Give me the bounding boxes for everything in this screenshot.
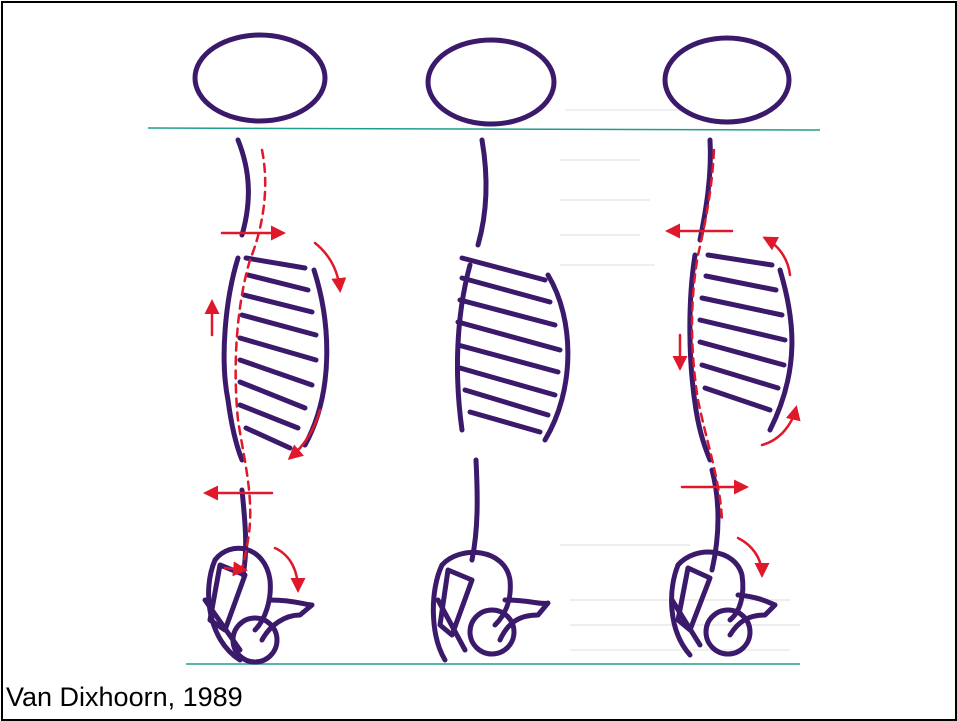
rib-cage-front bbox=[770, 270, 792, 430]
head-oval bbox=[665, 38, 789, 122]
ribs bbox=[240, 258, 316, 448]
neck-spine bbox=[238, 140, 248, 235]
background-scan-ghost bbox=[560, 110, 800, 650]
shoulder-arc-arrow bbox=[765, 238, 790, 275]
pelvis bbox=[205, 548, 312, 662]
head-oval bbox=[195, 35, 325, 121]
ribs bbox=[700, 255, 785, 410]
head-oval bbox=[428, 40, 554, 124]
pelvis-arc-arrow bbox=[275, 548, 298, 590]
pelvis bbox=[433, 552, 548, 660]
neck-spine bbox=[478, 140, 486, 245]
lumbar-spine bbox=[472, 460, 477, 560]
ribs bbox=[458, 258, 560, 432]
lumbar-spine bbox=[242, 490, 246, 575]
middle-posture bbox=[428, 40, 568, 660]
dashed-spine-line bbox=[692, 150, 722, 520]
caption-citation: Van Dixhoorn, 1989 bbox=[6, 681, 243, 713]
top-guide-line bbox=[148, 128, 820, 130]
pelvis bbox=[672, 552, 775, 655]
